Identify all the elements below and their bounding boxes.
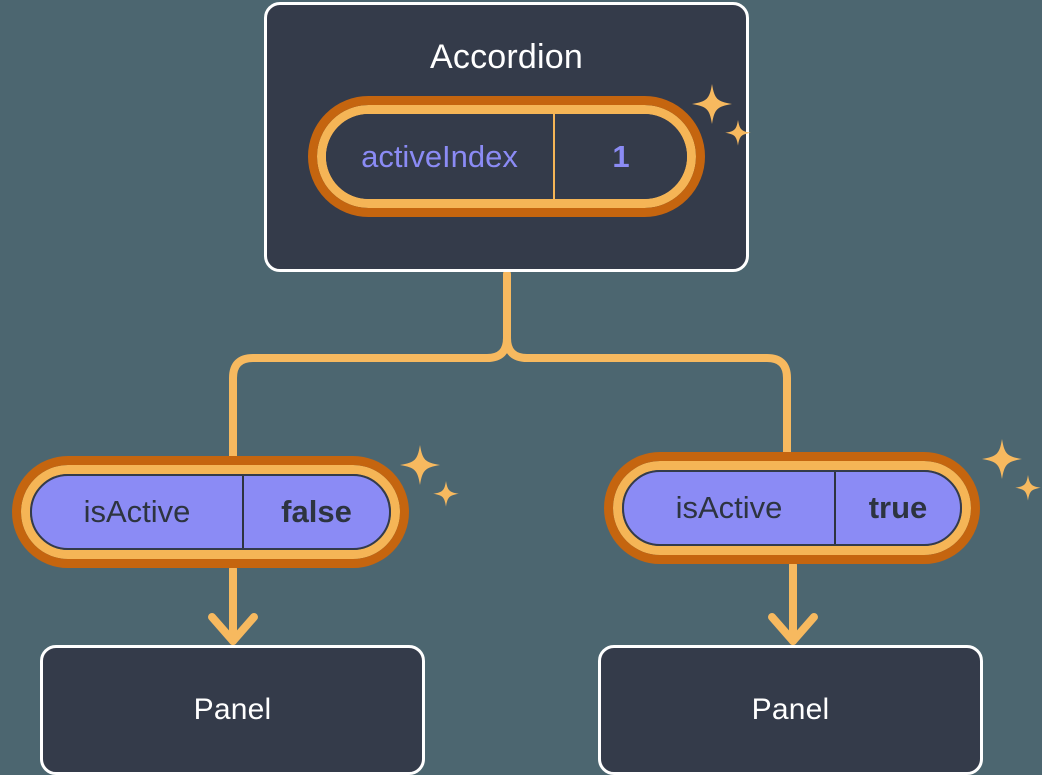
panel-title-right: Panel: [751, 693, 830, 726]
component-card-panel-right[interactable]: Panel: [598, 645, 983, 775]
connector-split-bar: [229, 334, 791, 466]
state-pill-is-active-true[interactable]: isActive true: [604, 452, 980, 564]
prop-pill-inner: activeIndex 1: [326, 114, 687, 199]
state-key-label-right: isActive: [624, 472, 836, 544]
arrow-head-left: [208, 613, 258, 645]
state-key-label-left: isActive: [32, 476, 244, 548]
sparkles-icon: [982, 439, 1041, 501]
state-pill-is-active-false[interactable]: isActive false: [12, 456, 409, 568]
prop-pill-active-index[interactable]: activeIndex 1: [308, 96, 705, 217]
prop-key-label: activeIndex: [326, 114, 555, 199]
state-pill-inner-left: isActive false: [30, 474, 391, 550]
component-card-panel-left[interactable]: Panel: [40, 645, 425, 775]
accordion-title: Accordion: [430, 38, 583, 76]
state-value-label-right: true: [868, 490, 928, 525]
arrow-head-right: [768, 613, 818, 645]
sparkles-icon: [400, 445, 459, 507]
prop-value-label: 1: [612, 138, 630, 174]
state-value-label-left: false: [281, 494, 352, 529]
state-pill-inner-right: isActive true: [622, 470, 962, 546]
panel-title-left: Panel: [193, 693, 272, 726]
